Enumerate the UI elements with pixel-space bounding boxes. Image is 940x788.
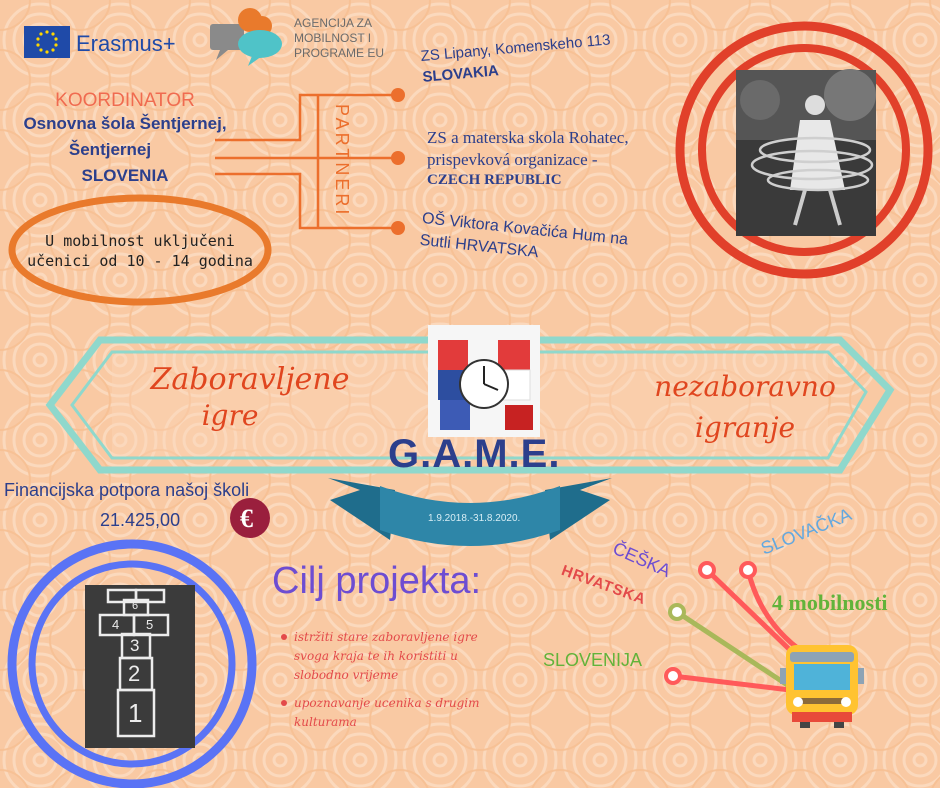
partner-czech: ZS a materska skola Rohatec, prispevková… (427, 128, 629, 189)
banner-right-text: nezaboravno igranje (640, 370, 850, 444)
mobility-note-line-2: učenici od 10 - 14 godina (27, 252, 253, 270)
agency-line-3: PROGRAME EU (294, 46, 385, 60)
erasmus-label: Erasmus+ (76, 31, 176, 56)
photo-frame-blue (7, 539, 257, 788)
hopscotch-number-6: 6 (132, 600, 139, 612)
mobility-ellipse (8, 194, 272, 306)
goal-bullet-1-line-3: slobodno vrijeme (294, 668, 399, 682)
date-ribbon (328, 478, 612, 546)
agency-line-1: AGENCIJA ZA (294, 16, 373, 30)
hula-hoop-photo (736, 69, 876, 236)
mobility-note-line-1: U mobilnost uključeni (45, 232, 235, 250)
banner-frame (45, 336, 895, 474)
goal-bullet-2-line-1: upoznavanje ucenika s drugim (294, 696, 480, 710)
project-dates: 1.9.2018.-31.8.2020. (428, 513, 521, 524)
eu-flag-icon (24, 26, 70, 58)
partner-czech-type: prispevková organizace - (427, 150, 598, 169)
coordinator-heading: KOORDINATOR (55, 90, 195, 111)
funding-amount: 21.425,00 (100, 510, 181, 530)
goal-bullet-1: istržiti stare zaboravljene igre svoga k… (294, 630, 478, 682)
project-logo (428, 325, 540, 437)
coordinator-town: Šentjernej (68, 140, 152, 159)
hopscotch-number-5: 5 (146, 617, 154, 632)
banner-right-line-2: igranje (694, 411, 796, 444)
partners-label: PARTNERI (332, 104, 352, 218)
speech-bubbles-icon (210, 8, 282, 66)
photo-frame-red (675, 21, 933, 279)
goal-bullet-1-line-2: svoga kraja te ih koristiti u (294, 649, 458, 663)
partner-connectors (215, 93, 398, 230)
goal-title: Cilj projekta: (272, 560, 482, 602)
partner-czech-country: CZECH REPUBLIC (427, 172, 562, 188)
mobility-count: 4 mobilnosti (772, 590, 888, 615)
banner-left-text: Zaboravljene igre (140, 362, 360, 432)
hopscotch-photo (85, 585, 195, 748)
travel-lines (670, 567, 803, 693)
coordinator-block: KOORDINATOR Osnovna šola Šentjernej, Šen… (0, 90, 250, 186)
banner-left-line-1: Zaboravljene (150, 362, 350, 397)
coordinator-country: SLOVENIA (81, 166, 169, 185)
funding-label: Financijska potpora našoj školi (4, 480, 250, 500)
banner-right-line-1: nezaboravno (654, 370, 836, 403)
goal-bullet-2-line-2: kulturama (294, 715, 357, 729)
hopscotch-number-1: 1 (128, 698, 143, 728)
hopscotch-number-2: 2 (128, 661, 141, 686)
banner-left-line-2: igre (201, 399, 259, 432)
euro-icon: € (240, 504, 253, 533)
project-title: G.A.M.E. (388, 432, 561, 476)
country-label-slovenija: SLOVENIJA (543, 650, 643, 670)
coordinator-school: Osnovna šola Šentjernej, (23, 114, 227, 133)
goal-bullet-1-line-1: istržiti stare zaboravljene igre (294, 630, 478, 644)
mobility-note: U mobilnost uključeni učenici od 10 - 14… (12, 232, 268, 270)
goal-bullet-2: upoznavanje ucenika s drugim kulturama (294, 696, 480, 729)
agency-line-2: MOBILNOST I (294, 31, 372, 45)
hopscotch-number-4: 4 (112, 617, 120, 632)
partner-czech-name: ZS a materska skola Rohatec, (427, 128, 629, 147)
hopscotch-number-3: 3 (130, 636, 140, 655)
bus-icon (780, 645, 864, 728)
